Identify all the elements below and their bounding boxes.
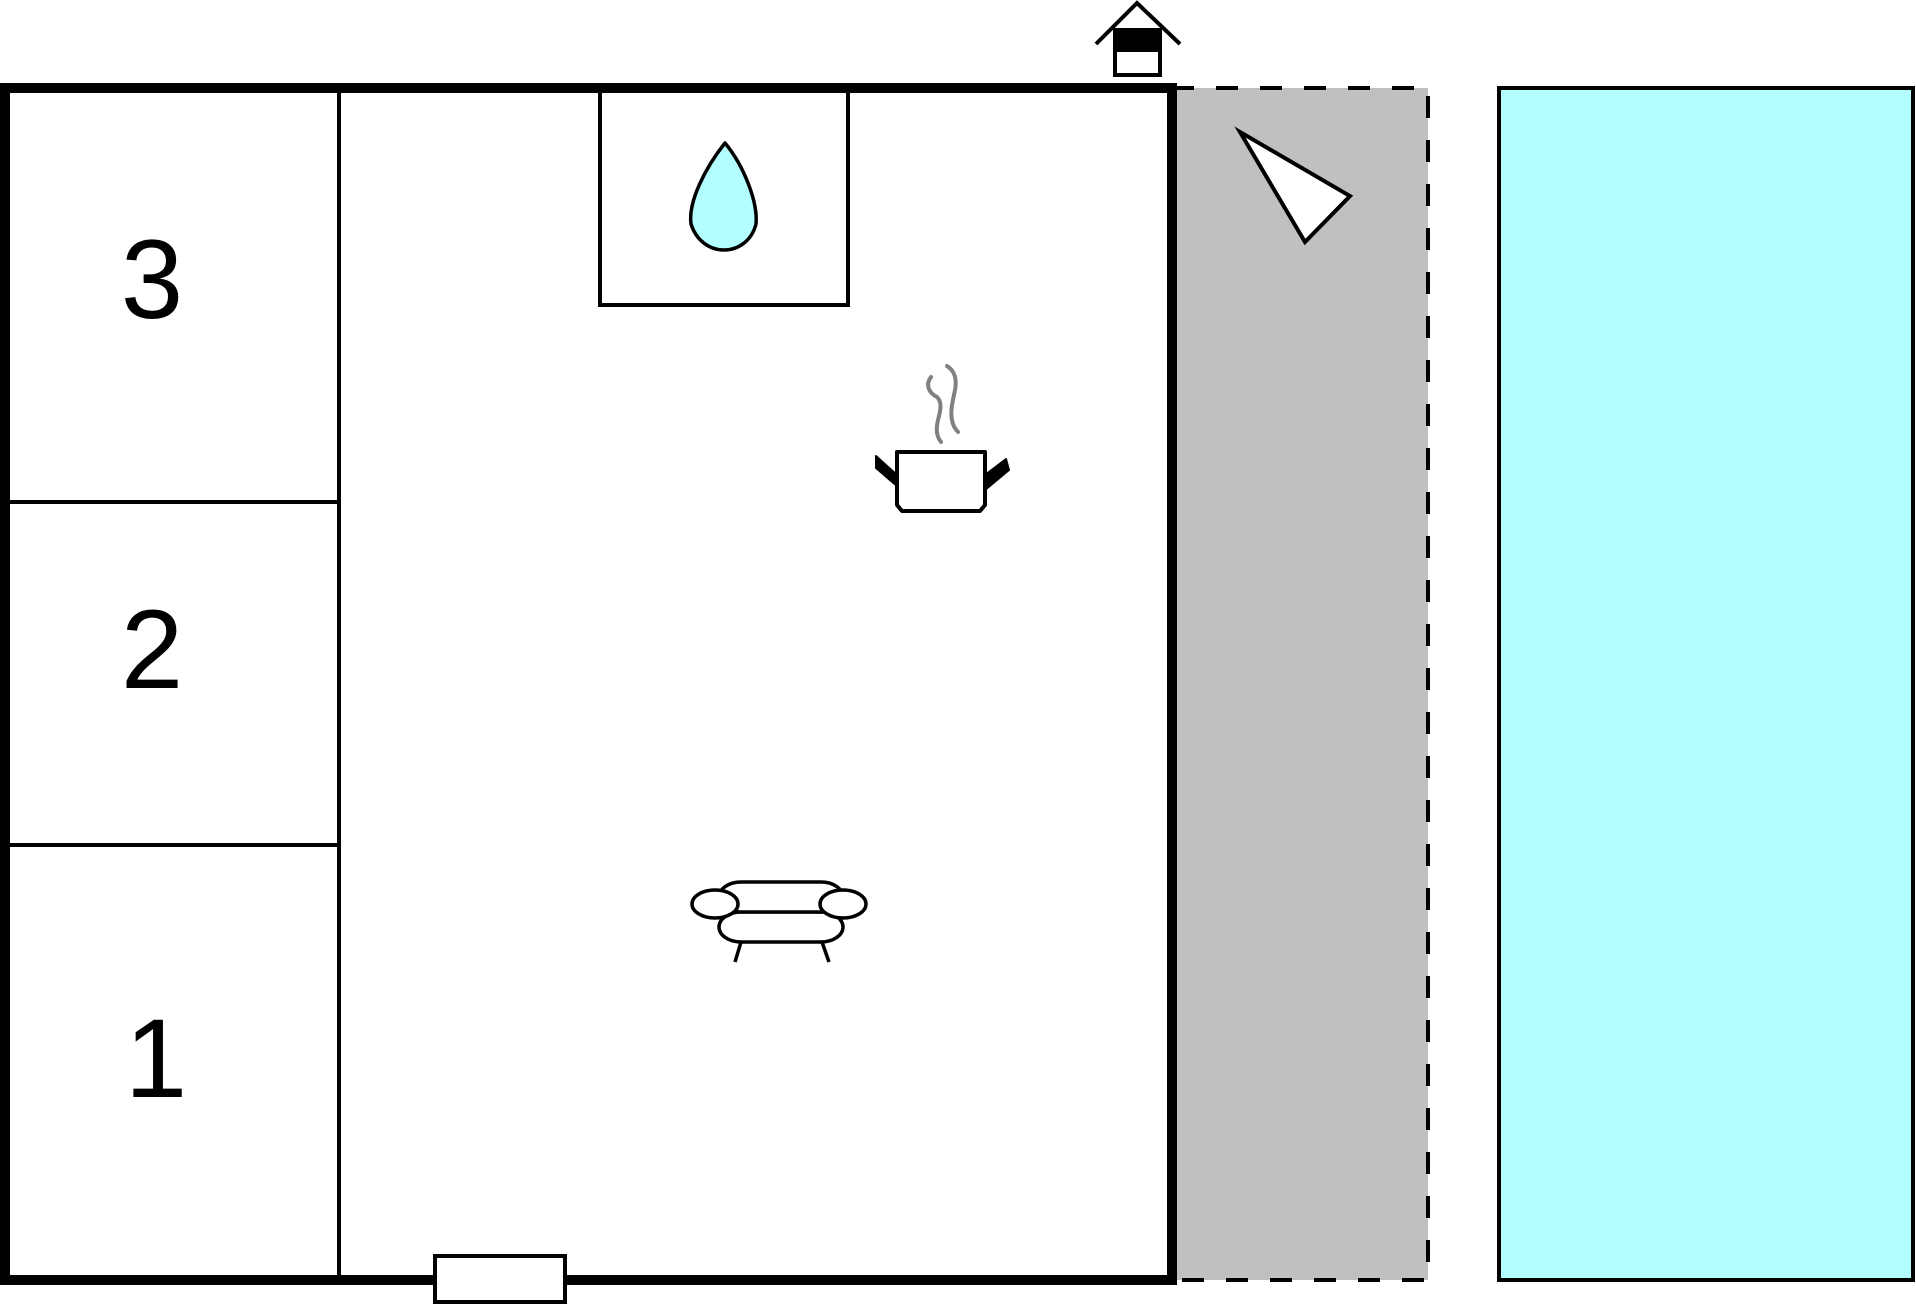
water-drop-icon [688,141,758,252]
room-label-1: 1 [125,996,187,1121]
bathroom-wall [598,88,850,307]
house-outer-wall [0,83,1177,1285]
bathroom [598,88,850,307]
sofa-icon [690,880,868,963]
door-icon [433,1254,567,1304]
terrace-area [1172,88,1428,1280]
terrace-dashed-border [1172,86,1430,1282]
room-label-2: 2 [121,587,183,712]
terrace [1172,86,1430,1282]
room-label-3: 3 [121,217,183,342]
terrace-triangle-icon [1234,126,1354,246]
pool [1497,86,1915,1282]
house-entrance-icon [1094,0,1182,77]
cooking-pot-icon [875,364,1010,513]
